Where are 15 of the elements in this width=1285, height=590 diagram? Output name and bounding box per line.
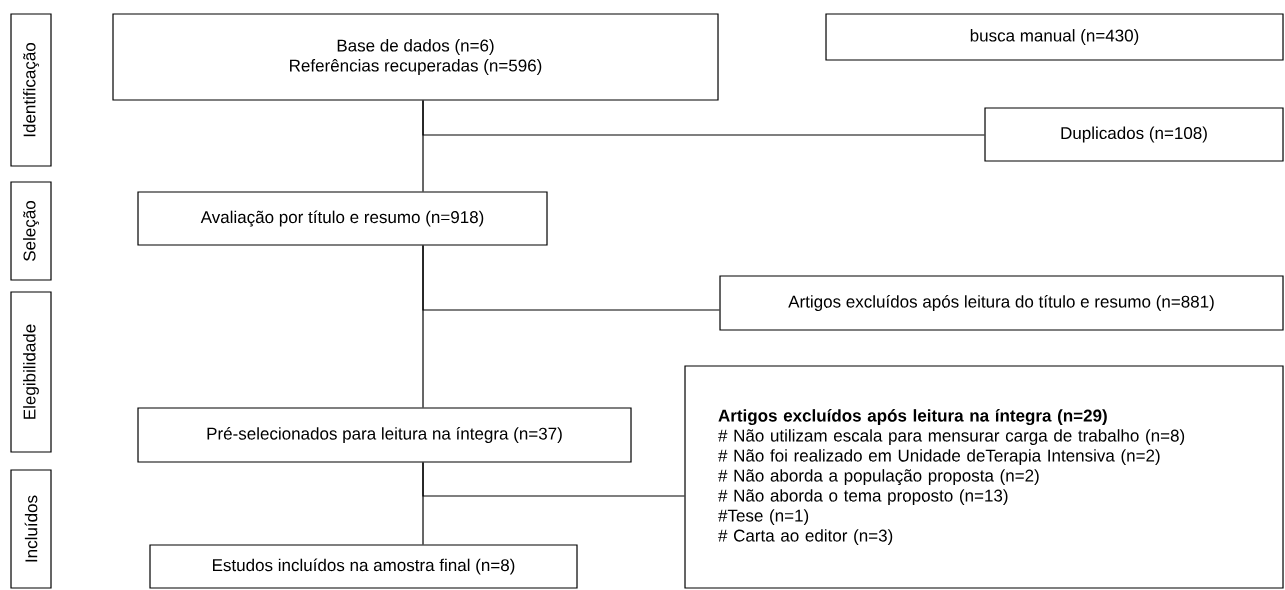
connector-line: [422, 100, 985, 136]
process-box: Estudos incluídos na amostra final (n=8): [149, 544, 578, 589]
stage-label-box: Identificação: [10, 13, 52, 167]
process-box: Base de dados (n=6) Referências recuperadas (n=596): [112, 13, 719, 101]
stage-label-box: Incluídos: [10, 469, 52, 589]
connector-line: [422, 245, 720, 311]
process-box: Artigos excluídos após leitura do título e resumo (n=881): [719, 275, 1284, 331]
stage-label-box: Elegibilidade: [10, 291, 52, 453]
exclusion-box: Artigos excluídos após leitura na íntegra (n=29) # Não utilizam escala para mensurar carga de trabalho (n=8) # Não foi realizado em Unidade deTerapia Intensiva (n=2) # Não aborda a população proposta (n=2) # Não aborda o tema proposto (n=13) #Tese (n=1) # Carta ao editor (n=3): [684, 365, 1284, 589]
process-box: Pré-selecionados para leitura na íntegra (n=37): [137, 407, 632, 463]
process-box: Avaliação por título e resumo (n=918): [137, 191, 548, 246]
connector-line: [422, 462, 685, 497]
process-box: busca manual (n=430): [825, 13, 1284, 61]
process-box: Duplicados (n=108): [984, 107, 1284, 162]
stage-label-box: Seleção: [10, 181, 52, 281]
